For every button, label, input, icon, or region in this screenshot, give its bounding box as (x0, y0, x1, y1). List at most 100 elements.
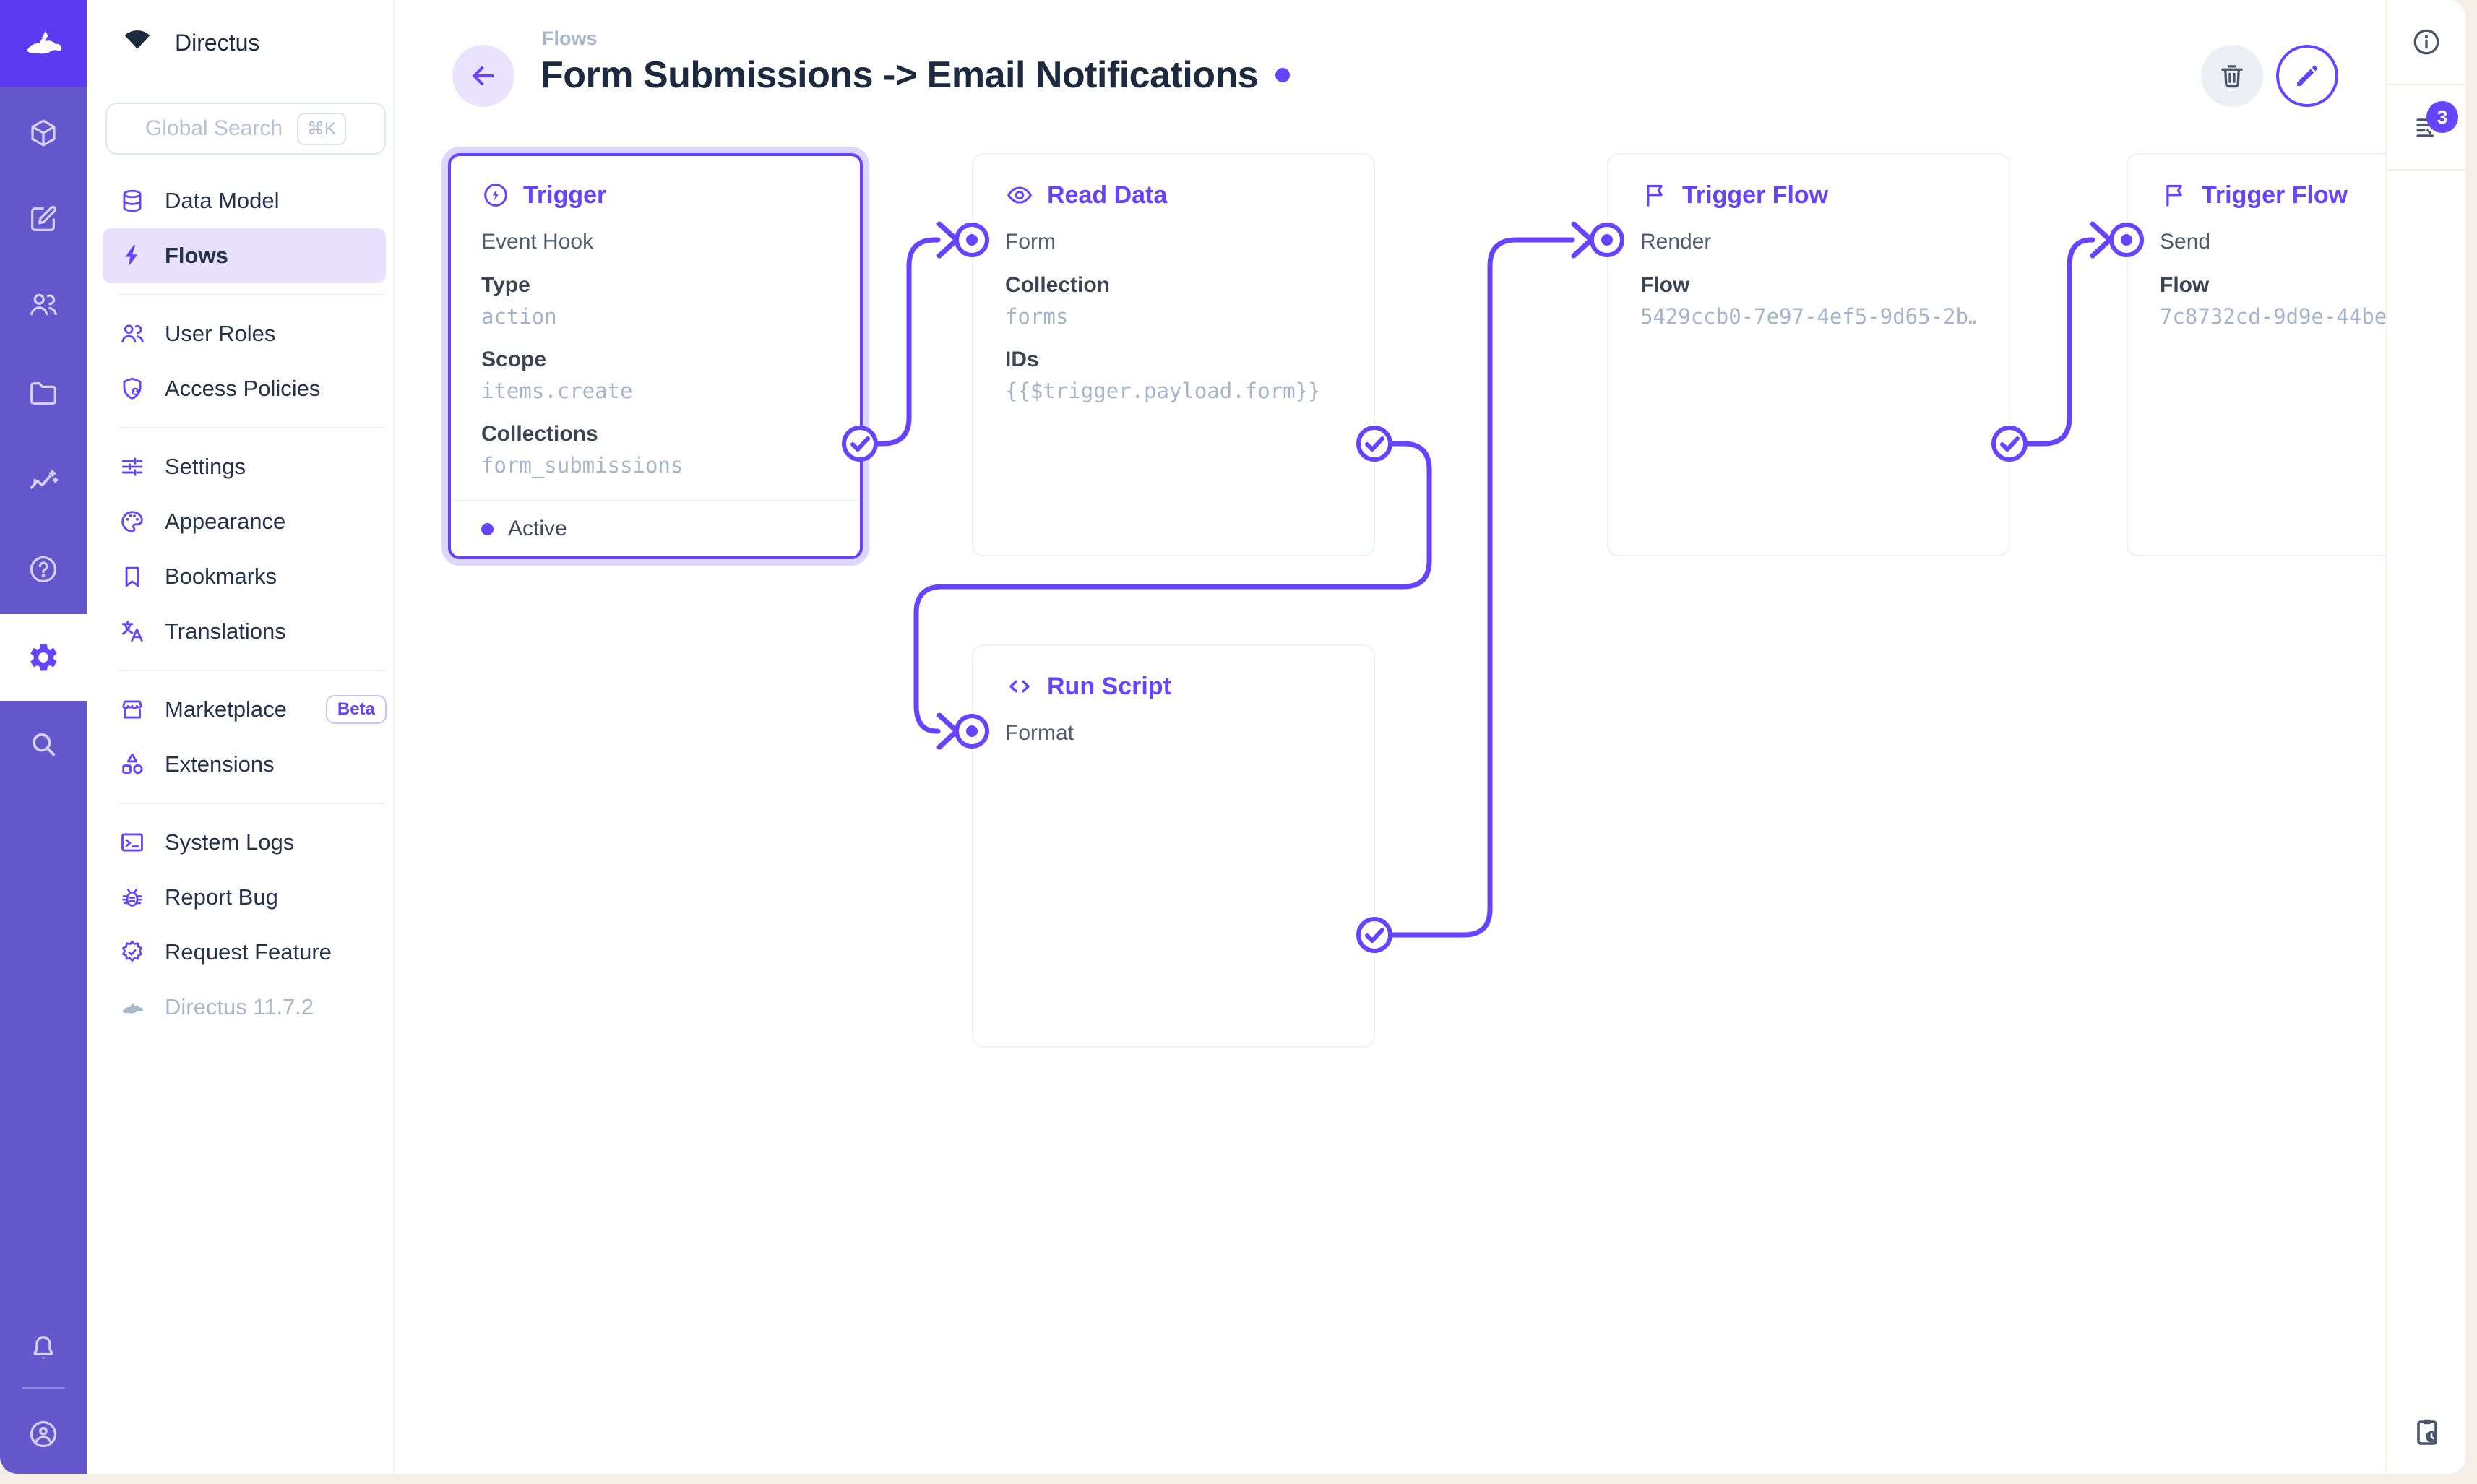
notification-count-badge: 3 (2426, 101, 2458, 133)
database-icon (123, 189, 142, 212)
edit-flow-button[interactable] (2276, 45, 2338, 107)
module-insights-icon[interactable] (0, 449, 87, 513)
panel-title-row: Read Data (1005, 181, 1342, 210)
status-dot (481, 522, 494, 535)
sidebar-section-activity[interactable]: 3 (2387, 85, 2465, 171)
breadcrumb[interactable]: Flows (542, 27, 598, 49)
sidebar-item-bookmarks[interactable]: Bookmarks (87, 549, 393, 604)
people-icon (30, 293, 57, 316)
sidebar-item-data-model[interactable]: Data Model (87, 173, 393, 228)
terminal-icon (121, 833, 143, 852)
flow-panel-run-script[interactable]: Run Script Format (972, 644, 1375, 1048)
sidebar-item-report-bug[interactable]: Report Bug (87, 870, 393, 925)
sidebar-item-flows[interactable]: Flows (103, 228, 386, 283)
flow-canvas[interactable]: Trigger Event Hook Type action Scope ite… (395, 0, 2465, 1474)
trigger-status-footer: Active (451, 500, 860, 556)
flow-color-dot (1275, 68, 1291, 82)
sidebar-item-label: Translations (165, 618, 286, 644)
bolt-circle-icon (484, 184, 507, 207)
insights-icon (30, 470, 59, 489)
folder-icon (30, 381, 56, 405)
storefront-icon (122, 700, 142, 719)
field-label: Type (481, 273, 530, 297)
activity-log-icon (2416, 118, 2434, 137)
account-circle-icon (30, 1420, 57, 1448)
sidebar-item-extensions[interactable]: Extensions (87, 737, 393, 792)
category-icon (122, 753, 143, 775)
flow-panel-read-data[interactable]: Read Data Form Collection forms IDs {{$t… (972, 153, 1375, 556)
sidebar-item-label: Bookmarks (165, 564, 277, 589)
field-value: 5429ccb0-7e97-4ef5-9d65-2b… (1640, 304, 1977, 329)
field-value: action (481, 304, 557, 329)
shield-user-icon (123, 377, 142, 400)
delete-flow-button[interactable] (2201, 45, 2263, 107)
sidebar-item-label: Report Bug (165, 884, 278, 910)
module-help-icon[interactable] (0, 538, 87, 601)
bookmark-icon (125, 566, 139, 587)
sidebar-section-info[interactable] (2387, 0, 2465, 85)
module-bar-divider (22, 1387, 65, 1389)
directus-logo[interactable] (0, 0, 87, 87)
wire-arrow-icon (936, 221, 960, 259)
people-icon (121, 324, 144, 342)
module-settings-icon[interactable] (0, 614, 87, 701)
help-icon (30, 556, 57, 583)
field-value: {{$trigger.payload.form}} (1005, 379, 1321, 403)
cube-icon (31, 119, 56, 147)
sidebar-item-label: Marketplace (165, 696, 287, 722)
palette-icon (121, 511, 143, 532)
module-files-icon[interactable] (0, 361, 87, 425)
panel-title-row: Trigger Flow (1640, 181, 1977, 210)
module-content-icon[interactable] (0, 101, 87, 165)
input-label: Send (2160, 230, 2211, 254)
nav-divider (119, 803, 386, 804)
info-icon (2413, 29, 2439, 55)
field-label: IDs (1005, 348, 1039, 371)
panel-title-row: Trigger Flow (2160, 181, 2465, 210)
sidebar-item-translations[interactable]: Translations (87, 604, 393, 659)
flag-icon (1647, 184, 1663, 207)
field-value: 7c8732cd-9d9e-44be (2160, 304, 2387, 329)
field-label: Collections (481, 422, 598, 446)
flow-panel-trigger[interactable]: Trigger Event Hook Type action Scope ite… (448, 153, 863, 559)
nav-list: Data Model Flows User Roles Access Polic… (87, 173, 393, 1035)
bolt-icon (125, 245, 138, 267)
sidebar-item-appearance[interactable]: Appearance (87, 494, 393, 549)
sidebar-item-label: System Logs (165, 829, 295, 855)
code-icon (1009, 680, 1030, 693)
nav-divider (119, 427, 386, 428)
nav-sidebar: Directus Global Search ⌘K Data Model Flo… (87, 0, 395, 1474)
project-header[interactable]: Directus (87, 0, 393, 85)
translate-icon (121, 621, 143, 642)
global-search-input[interactable]: Global Search ⌘K (105, 103, 386, 155)
wire-run-script-to-trigger-flow (1371, 237, 1575, 938)
right-sidebar: 3 (2386, 0, 2465, 1474)
sidebar-item-system-logs[interactable]: System Logs (87, 815, 393, 870)
flow-panel-trigger-flow-render[interactable]: Trigger Flow Render Flow 5429ccb0-7e97-4… (1607, 153, 2010, 556)
sidebar-item-settings[interactable]: Settings (87, 439, 393, 494)
field-label: Collection (1005, 273, 1111, 297)
notifications-bell-icon[interactable] (0, 1316, 87, 1379)
module-users-icon[interactable] (0, 273, 87, 337)
panel-title: Trigger Flow (2202, 181, 2348, 209)
back-button[interactable] (452, 45, 514, 107)
version-label: Directus 11.7.2 (165, 994, 314, 1019)
module-search-icon[interactable] (0, 712, 87, 776)
sidebar-item-marketplace[interactable]: Marketplace Beta (87, 682, 393, 737)
sidebar-item-access-policies[interactable]: Access Policies (87, 361, 393, 416)
sidebar-item-user-roles[interactable]: User Roles (87, 306, 393, 361)
user-avatar[interactable] (0, 1402, 87, 1466)
trash-icon (2221, 65, 2243, 88)
panel-title-row: Run Script (1005, 672, 1342, 701)
field-value: forms (1005, 304, 1069, 329)
pending-revisions-button[interactable] (2387, 1415, 2465, 1449)
module-editor-icon[interactable] (0, 187, 87, 251)
input-label: Render (1640, 230, 1712, 254)
field-label: Flow (2160, 273, 2210, 297)
sidebar-item-request-feature[interactable]: Request Feature (87, 925, 393, 980)
wire-arrow-icon (1571, 221, 1594, 259)
panel-title: Trigger (523, 181, 607, 209)
panel-subtitle: Event Hook (481, 230, 594, 254)
panel-title-row: Trigger (481, 181, 830, 210)
